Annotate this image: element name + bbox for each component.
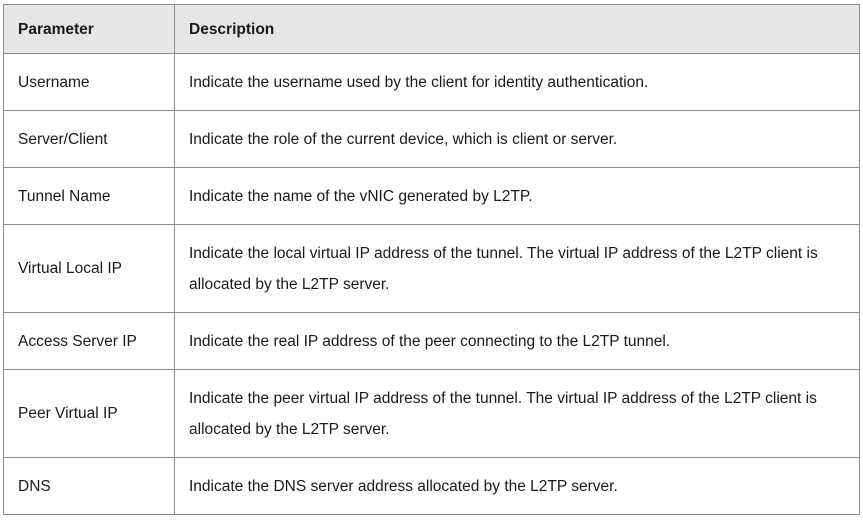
description-cell: Indicate the username used by the client…	[174, 53, 860, 111]
parameter-cell: DNS	[3, 457, 175, 515]
parameter-cell: Virtual Local IP	[3, 224, 175, 313]
description-cell: Indicate the name of the vNIC generated …	[174, 167, 860, 225]
parameter-cell: Username	[3, 53, 175, 111]
description-cell: Indicate the local virtual IP address of…	[174, 224, 860, 313]
table-row: Virtual Local IP Indicate the local virt…	[3, 224, 860, 313]
table-row: Tunnel Name Indicate the name of the vNI…	[3, 167, 860, 225]
table-row: Access Server IP Indicate the real IP ad…	[3, 312, 860, 370]
parameter-table-container: Parameter Description Username Indicate …	[3, 4, 860, 515]
parameter-cell: Access Server IP	[3, 312, 175, 370]
parameter-cell: Server/Client	[3, 110, 175, 168]
description-cell: Indicate the role of the current device,…	[174, 110, 860, 168]
table-row: Server/Client Indicate the role of the c…	[3, 110, 860, 168]
table-row: Peer Virtual IP Indicate the peer virtua…	[3, 369, 860, 458]
table-header-row: Parameter Description	[3, 4, 860, 54]
parameter-cell: Peer Virtual IP	[3, 369, 175, 458]
header-parameter: Parameter	[3, 4, 175, 54]
table-row: DNS Indicate the DNS server address allo…	[3, 457, 860, 515]
parameter-table: Parameter Description Username Indicate …	[3, 4, 860, 515]
description-cell: Indicate the peer virtual IP address of …	[174, 369, 860, 458]
parameter-cell: Tunnel Name	[3, 167, 175, 225]
header-description: Description	[174, 4, 860, 54]
description-cell: Indicate the DNS server address allocate…	[174, 457, 860, 515]
description-cell: Indicate the real IP address of the peer…	[174, 312, 860, 370]
table-row: Username Indicate the username used by t…	[3, 53, 860, 111]
